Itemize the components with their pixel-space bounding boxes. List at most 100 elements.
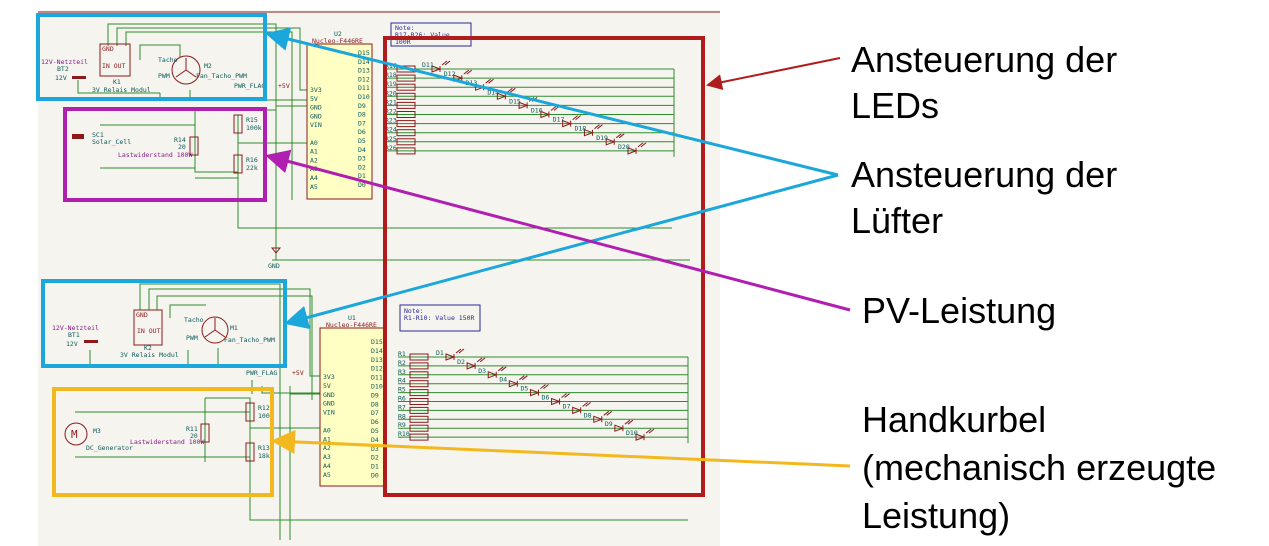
mcu-pin-right: D15: [371, 338, 383, 346]
mcu-pin-right: D12: [371, 365, 383, 373]
psu-ref: BT1: [68, 331, 80, 339]
led-resistor: [396, 111, 416, 118]
mcu-pin-left: GND: [323, 391, 335, 399]
mcu-pin-right: D12: [358, 75, 370, 83]
load-ref: R11: [186, 425, 198, 433]
top-circuit: GND IN OUT K1 3V Relais Modul 12V-Netzte…: [41, 22, 690, 270]
led-icon: [496, 87, 516, 101]
resistor-label: R9: [398, 421, 406, 429]
mcu-pin-right: D14: [371, 347, 383, 355]
mcu-pin-left: A2: [323, 444, 331, 452]
resistor-label: R24: [385, 126, 397, 134]
led-icon: [508, 375, 528, 388]
load-resistor: [200, 423, 210, 443]
led-resistor: [409, 415, 429, 423]
mcu-pin-left: VIN: [323, 409, 335, 417]
led-resistor: [396, 147, 416, 155]
r15-ref: R15: [246, 116, 258, 124]
mcu-ref: U1: [348, 314, 356, 322]
resistor-label: R22: [385, 108, 397, 116]
mcu-pin-right: D14: [358, 58, 370, 66]
relay-k1: [99, 43, 131, 77]
annotation-crank-line3: Leistung): [862, 495, 1010, 536]
mcu-pin-left: GND: [310, 104, 322, 112]
led-resistor: [396, 129, 416, 137]
led-label: D5: [520, 385, 528, 393]
mcu-pin-right: D6: [358, 128, 366, 136]
led-label: D11: [422, 61, 434, 69]
led-control-box: [383, 36, 705, 497]
note-title: Note:: [404, 307, 424, 315]
mcu-pin-left: A1: [323, 435, 331, 443]
led-icon: [529, 384, 549, 397]
mcu-pin-right: D9: [358, 102, 366, 110]
r15-value: 100k: [246, 124, 262, 132]
mcu-pin-left: A2: [310, 156, 318, 164]
led-resistor: [409, 389, 429, 397]
mcu-pin-right: D3: [371, 445, 379, 453]
mcu-pin-right: D11: [358, 84, 370, 92]
led-icon: [635, 428, 655, 441]
led-label: D7: [563, 402, 571, 410]
led-icon: [466, 357, 486, 370]
mcu-pin-left: A4: [323, 462, 331, 470]
psu-value: 12V: [66, 340, 78, 348]
led-resistor: [409, 380, 429, 388]
resistor-label: R2: [398, 359, 406, 367]
led-label: D18: [574, 125, 586, 133]
mcu-pin-left: GND: [310, 112, 322, 120]
fan-icon: [201, 316, 229, 344]
relay-pin-label: GND: [102, 45, 114, 53]
mcu-pin-right: D11: [371, 374, 383, 382]
led-label: D3: [478, 367, 486, 375]
annotation-pv: PV-Leistung: [862, 290, 1056, 331]
led-resistor: [396, 74, 416, 82]
fan-ref: M2: [204, 62, 212, 70]
gnd-label: GND: [268, 262, 280, 270]
load-resistor: [189, 136, 199, 156]
mcu-pin-left: VIN: [310, 121, 322, 129]
led-resistor: [409, 433, 429, 441]
mcu-pin-left: A5: [323, 471, 331, 479]
annotation-leds-line1: Ansteuerung der: [851, 39, 1117, 80]
mcu-pin-right: D6: [371, 418, 379, 426]
pwr-flag-label: PWR_FLAG: [246, 369, 277, 377]
relay-pin-label: GND: [136, 311, 148, 319]
mcu-pin-right: D1: [371, 463, 379, 471]
resistor-r12: [245, 402, 255, 422]
led-label: D20: [618, 143, 630, 151]
led-resistor: [396, 92, 416, 100]
r16-value: 22k: [246, 164, 258, 172]
mcu-pin-right: D9: [371, 391, 379, 399]
resistor-label: R18: [385, 71, 397, 79]
relay-ref: K2: [144, 344, 152, 352]
r12-value: 100: [258, 412, 270, 420]
note-text: R1-R10: Value 150R: [404, 314, 475, 322]
resistor-label: R8: [398, 412, 406, 420]
led-label: D2: [457, 358, 465, 366]
resistor-label: R23: [385, 117, 397, 125]
psu-value: 12V: [55, 74, 67, 82]
relay-io-label: IN OUT: [137, 327, 161, 335]
resistor-label: R21: [385, 98, 397, 106]
led-resistor: [409, 406, 429, 414]
led-label: D10: [626, 429, 638, 437]
led-icon: [540, 106, 560, 119]
fan-tacho-label: Tacho: [184, 316, 204, 324]
led-icon: [614, 419, 634, 432]
note-title: Note:: [395, 24, 415, 32]
led-label: D8: [584, 411, 592, 419]
arrow-crank: [271, 429, 851, 468]
load-name: Lastwiderstand 100W: [118, 151, 192, 159]
annotation-fans-line2: Lüfter: [851, 200, 943, 241]
mcu-pin-left: 3V3: [323, 373, 335, 381]
led-resistor: [396, 101, 416, 109]
mcu-pin-right: D0: [371, 472, 379, 480]
resistor-label: R6: [398, 395, 406, 403]
resistor-r16: [233, 154, 243, 174]
mcu-pin-left: A0: [310, 139, 318, 147]
plus5v-label: +5V: [292, 369, 304, 377]
mcu-pin-right: D2: [358, 163, 366, 171]
solar-cell-icon: [72, 134, 84, 139]
